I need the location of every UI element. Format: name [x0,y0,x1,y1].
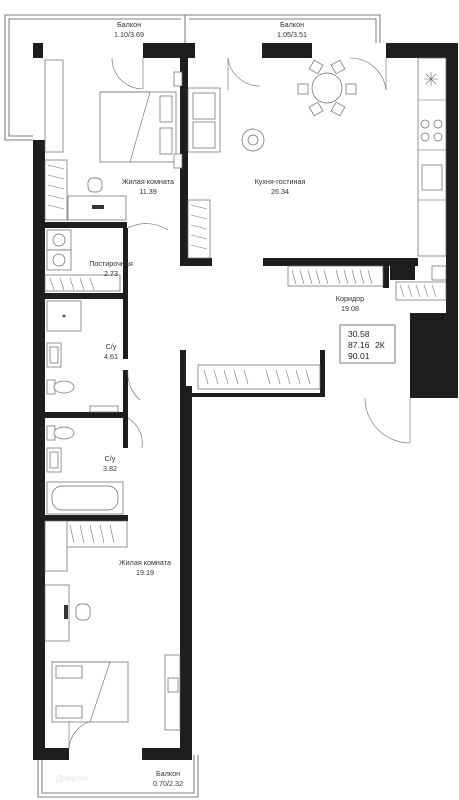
dining-table [297,59,357,117]
desk-upper [67,177,127,221]
desk-lower [44,584,91,642]
balcony-top-name: Балкон [280,20,304,29]
room-laundry-area: 2.73 [104,269,118,278]
bathtub [46,481,124,515]
nightstand-upper [173,71,183,169]
room-kitchen-area: 26.34 [271,187,289,196]
summary-total-with-balconies: 90.01 [348,351,370,361]
wardrobe-corridor-right [395,265,447,301]
balcony-left-area: 1.10/3.69 [114,30,144,39]
room-bedroom2-area: 19.19 [136,568,154,577]
shelf-lower [164,654,181,731]
room-bedroom2-name: Жилая комната [119,558,171,567]
balcony-bottom-area: 0.70/2.32 [153,779,183,788]
bed-lower [51,661,129,723]
water-heater [89,405,119,413]
wardrobe-corridor-top [287,265,384,287]
toilet-bath1 [46,379,75,395]
shower-bath1 [46,300,82,332]
room-laundry-name: Постирочная [89,259,133,268]
room-bedroom1-area: 11.39 [139,187,156,196]
room-bath1-area: 4.61 [104,352,118,361]
room-kitchen-name: Кухня-гостиная [255,177,306,186]
summary-living-area: 30.58 [348,329,370,339]
wardrobe-corridor-bottom [197,364,321,390]
exterior-walls [33,43,458,760]
coffee-table [241,128,265,152]
room-bedroom1-name: Жилая комната [122,177,174,186]
summary-apartment-type: 2К [375,340,385,350]
balcony-top-outline [185,14,381,43]
room-bath2-area: 3.82 [103,464,117,473]
sink-bath1 [46,342,62,368]
room-corridor-area: 19.08 [341,304,359,313]
bed-upper [99,91,177,163]
summary-total-area: 87.16 [348,340,370,350]
wardrobe-upper [44,159,68,221]
room-bath1-name: С/у [106,342,117,351]
balcony-bottom-outline [37,755,199,798]
washing-machines [44,229,121,292]
sink-bath2 [46,447,62,473]
room-bath2-name: С/у [105,454,116,463]
balcony-top-area: 1.05/3.51 [277,30,307,39]
toilet-bath2 [46,425,75,441]
sofa [187,87,221,153]
balcony-bottom-name: Балкон [156,769,180,778]
shelf-left-upper [44,59,64,153]
wardrobe-lower [44,520,128,572]
interior-walls [45,58,418,521]
area-summary-box [339,324,396,364]
balcony-left-outline [4,14,186,141]
wardrobe-kitchen [187,199,211,259]
watermark: Домклик [56,774,88,783]
kitchen-counter [417,57,447,257]
balcony-left-name: Балкон [117,20,141,29]
doors [68,57,411,749]
room-corridor-name: Коридор [336,294,364,303]
